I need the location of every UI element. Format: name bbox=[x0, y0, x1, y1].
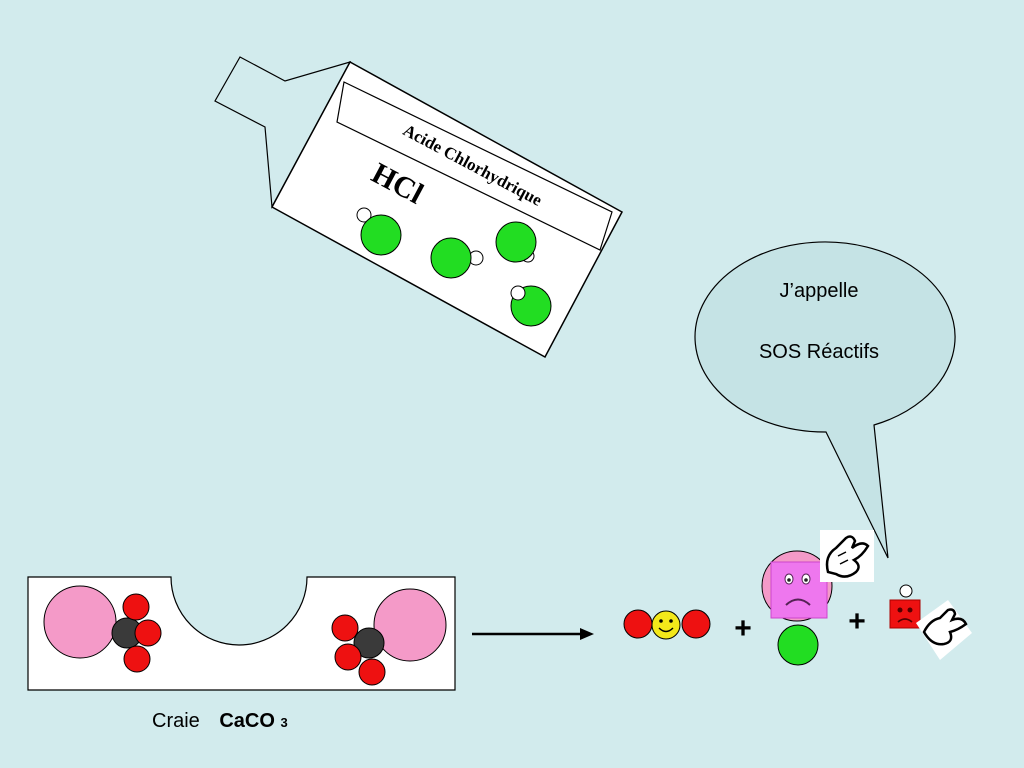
chlorine-atom bbox=[495, 221, 537, 263]
chlorine-atom bbox=[430, 237, 472, 279]
plus-sign: + bbox=[848, 605, 866, 638]
hcl-molecule bbox=[356, 207, 402, 256]
carbon-atom bbox=[353, 627, 385, 659]
oxygen-atom bbox=[331, 614, 359, 642]
calcium-atom bbox=[373, 588, 447, 662]
hydrogen-atom bbox=[356, 207, 372, 223]
hand-grab-icon bbox=[820, 530, 874, 582]
plus-sign: + bbox=[734, 612, 752, 645]
oxygen-atom bbox=[681, 609, 711, 639]
bottle-body bbox=[270, 60, 624, 359]
hcl-molecule bbox=[510, 285, 552, 327]
hcl-bottle: Acide Chlorhydrique HCl bbox=[214, 56, 624, 359]
co2-molecule bbox=[623, 609, 711, 640]
chalk-formula: CaCO bbox=[219, 710, 275, 732]
sad-face-icon bbox=[770, 561, 828, 619]
chlorine-atom bbox=[777, 624, 819, 666]
hydrogen-atom bbox=[899, 584, 913, 598]
oxygen-atom bbox=[623, 609, 653, 639]
chalk-formula-subscript: 3 bbox=[281, 715, 288, 730]
chalk-block bbox=[27, 576, 456, 691]
reaction-arrow bbox=[472, 628, 594, 640]
smiley-face-icon bbox=[651, 610, 681, 640]
arrow-head-icon bbox=[580, 628, 594, 640]
calcium-atom bbox=[43, 585, 117, 659]
speech-bubble-line1: J’appelle bbox=[780, 280, 859, 302]
speech-bubble-line2: SOS Réactifs bbox=[759, 341, 879, 363]
hcl-molecule bbox=[495, 221, 537, 263]
caco3-unit bbox=[43, 585, 162, 673]
speech-bubble: J’appelle SOS Réactifs bbox=[694, 241, 956, 559]
frown-face-icon bbox=[889, 599, 921, 629]
oxygen-atom bbox=[134, 619, 162, 647]
chalk-caption-word: Craie bbox=[152, 710, 200, 732]
oxygen-atom bbox=[358, 658, 386, 686]
speech-bubble-shape bbox=[694, 241, 956, 559]
oxygen-atom bbox=[334, 643, 362, 671]
water-molecule bbox=[889, 584, 972, 660]
hcl-molecule bbox=[430, 237, 484, 279]
oxygen-atom bbox=[123, 645, 151, 673]
chlorine-atom bbox=[360, 214, 402, 256]
bottle-label-box bbox=[336, 81, 613, 251]
hydrogen-atom bbox=[510, 285, 526, 301]
oxygen-atom bbox=[122, 593, 150, 621]
hand-grab-icon bbox=[916, 600, 972, 660]
caco3-unit bbox=[331, 588, 447, 686]
cacl2-molecule bbox=[761, 530, 874, 666]
chalk-caption: Craie CaCO 3 bbox=[152, 710, 288, 732]
